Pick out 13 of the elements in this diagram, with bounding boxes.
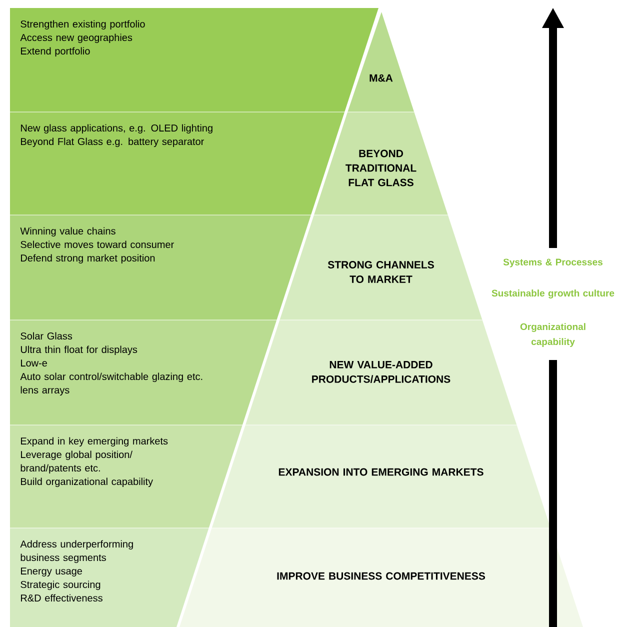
pyramid-level: EXPANSION INTO EMERGING MARKETS (212, 425, 551, 528)
text-band: Address underperforming business segments Energy usage Strategic sourcing R&D effectiveness (10, 528, 209, 627)
text-band: Winning value chains Selective moves toward consumer Defend strong market position (10, 215, 311, 320)
text-band: Solar Glass Ultra thin float for displays Low-e Auto solar control/switchable glazing etc. lens arrays (10, 320, 277, 425)
pyramid-level: M&A (348, 12, 414, 112)
pyramid-level: NEW VALUE-ADDED PRODUCTS/APPLICATIONS (245, 320, 517, 425)
text-band: Expand in key emerging markets Leverage global position/ brand/patents etc. Build organizational capability (10, 425, 242, 528)
pyramid-level: IMPROVE BUSINESS COMPETITIVENESS (180, 528, 583, 627)
pyramid-level: STRONG CHANNELS TO MARKET (280, 215, 482, 320)
capability-label: Systems & Processes (503, 258, 602, 268)
capability-label: Sustainable growth culture (492, 290, 614, 298)
pyramid-level: BEYOND TRADITIONAL FLAT GLASS (314, 112, 448, 215)
text-band: New glass applications, e.g. OLED lighting Beyond Flat Glass e.g. battery separator (10, 112, 345, 215)
